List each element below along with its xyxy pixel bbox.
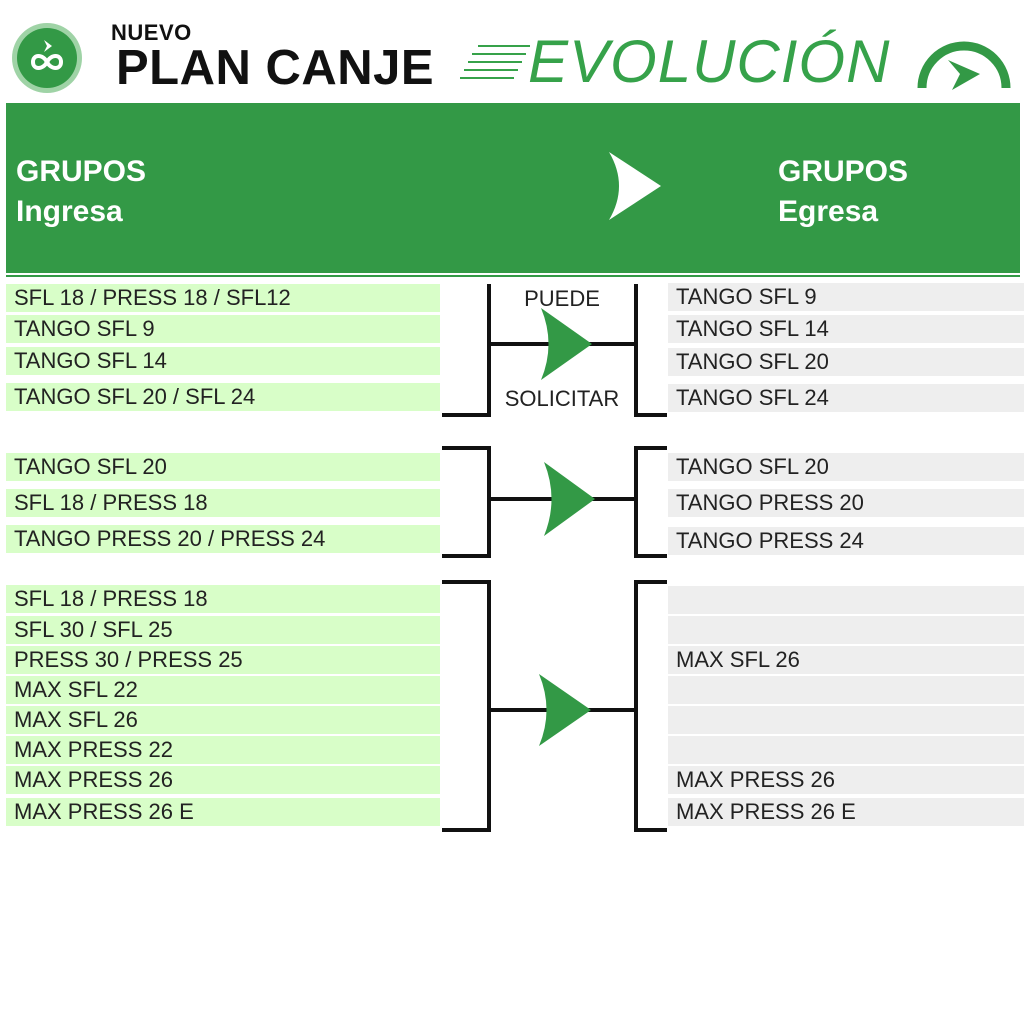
ingresa-row: TANGO SFL 20 / SFL 24 (6, 383, 440, 411)
ingresa-row: SFL 18 / PRESS 18 (6, 585, 440, 613)
egresa-row: MAX PRESS 26 E (668, 798, 1024, 826)
ingresa-row: MAX PRESS 26 E (6, 798, 440, 826)
egresa-row (668, 706, 1024, 734)
egresa-row: TANGO SFL 24 (668, 384, 1024, 412)
egresa-row: TANGO SFL 9 (668, 283, 1024, 311)
ingresa-row: TANGO SFL 20 (6, 453, 440, 481)
ingresa-row: SFL 18 / PRESS 18 / SFL12 (6, 284, 440, 312)
ingresa-row: MAX SFL 22 (6, 676, 440, 704)
evolution-arrow-icon (917, 41, 1011, 90)
egresa-row: MAX PRESS 26 (668, 766, 1024, 794)
arrow-group-1-icon (541, 308, 592, 380)
arrow-group-3-icon (539, 674, 591, 746)
egresa-row (668, 736, 1024, 764)
speed-lines-icon (460, 45, 530, 79)
ingresa-row: SFL 18 / PRESS 18 (6, 489, 440, 517)
ingresa-row: TANGO SFL 14 (6, 347, 440, 375)
egresa-row: MAX SFL 26 (668, 646, 1024, 674)
egresa-row (668, 676, 1024, 704)
header-ingresa-title: GRUPOS (16, 155, 147, 188)
egresa-row: TANGO SFL 20 (668, 348, 1024, 376)
header-arrow-icon (609, 152, 661, 220)
egresa-row: TANGO SFL 14 (668, 315, 1024, 343)
label-solicitar: SOLICITAR (504, 386, 620, 411)
header-egresa-title: GRUPOS (778, 155, 909, 188)
header-egresa: GRUPOS Egresa (778, 152, 908, 232)
ingresa-row: TANGO PRESS 20 / PRESS 24 (6, 525, 440, 553)
egresa-row: TANGO SFL 20 (668, 453, 1024, 481)
arrow-group-2-icon (544, 462, 595, 536)
header-ingresa-subtitle: Ingresa (16, 195, 123, 228)
egresa-row (668, 586, 1024, 614)
header-egresa-subtitle: Egresa (778, 195, 879, 228)
header-band-rule (6, 275, 1020, 277)
egresa-row: TANGO PRESS 24 (668, 527, 1024, 555)
header-ingresa: GRUPOS Ingresa (16, 152, 146, 232)
ingresa-row: TANGO SFL 9 (6, 315, 440, 343)
bracket-connector (442, 284, 667, 832)
brand-nuevo: NUEVO (111, 20, 192, 45)
ingresa-row: PRESS 30 / PRESS 25 (6, 646, 440, 674)
label-puede: PUEDE (524, 286, 600, 311)
plan-canje-logo-icon (12, 23, 82, 93)
ingresa-row: MAX PRESS 26 (6, 766, 440, 794)
egresa-row: TANGO PRESS 20 (668, 489, 1024, 517)
ingresa-row: SFL 30 / SFL 25 (6, 616, 440, 644)
brand-evolucion: EVOLUCIÓN (528, 28, 891, 95)
header-band (6, 103, 1020, 273)
ingresa-row: MAX SFL 26 (6, 706, 440, 734)
brand-plan-canje: PLAN CANJE (116, 41, 435, 95)
egresa-row (668, 616, 1024, 644)
ingresa-row: MAX PRESS 22 (6, 736, 440, 764)
